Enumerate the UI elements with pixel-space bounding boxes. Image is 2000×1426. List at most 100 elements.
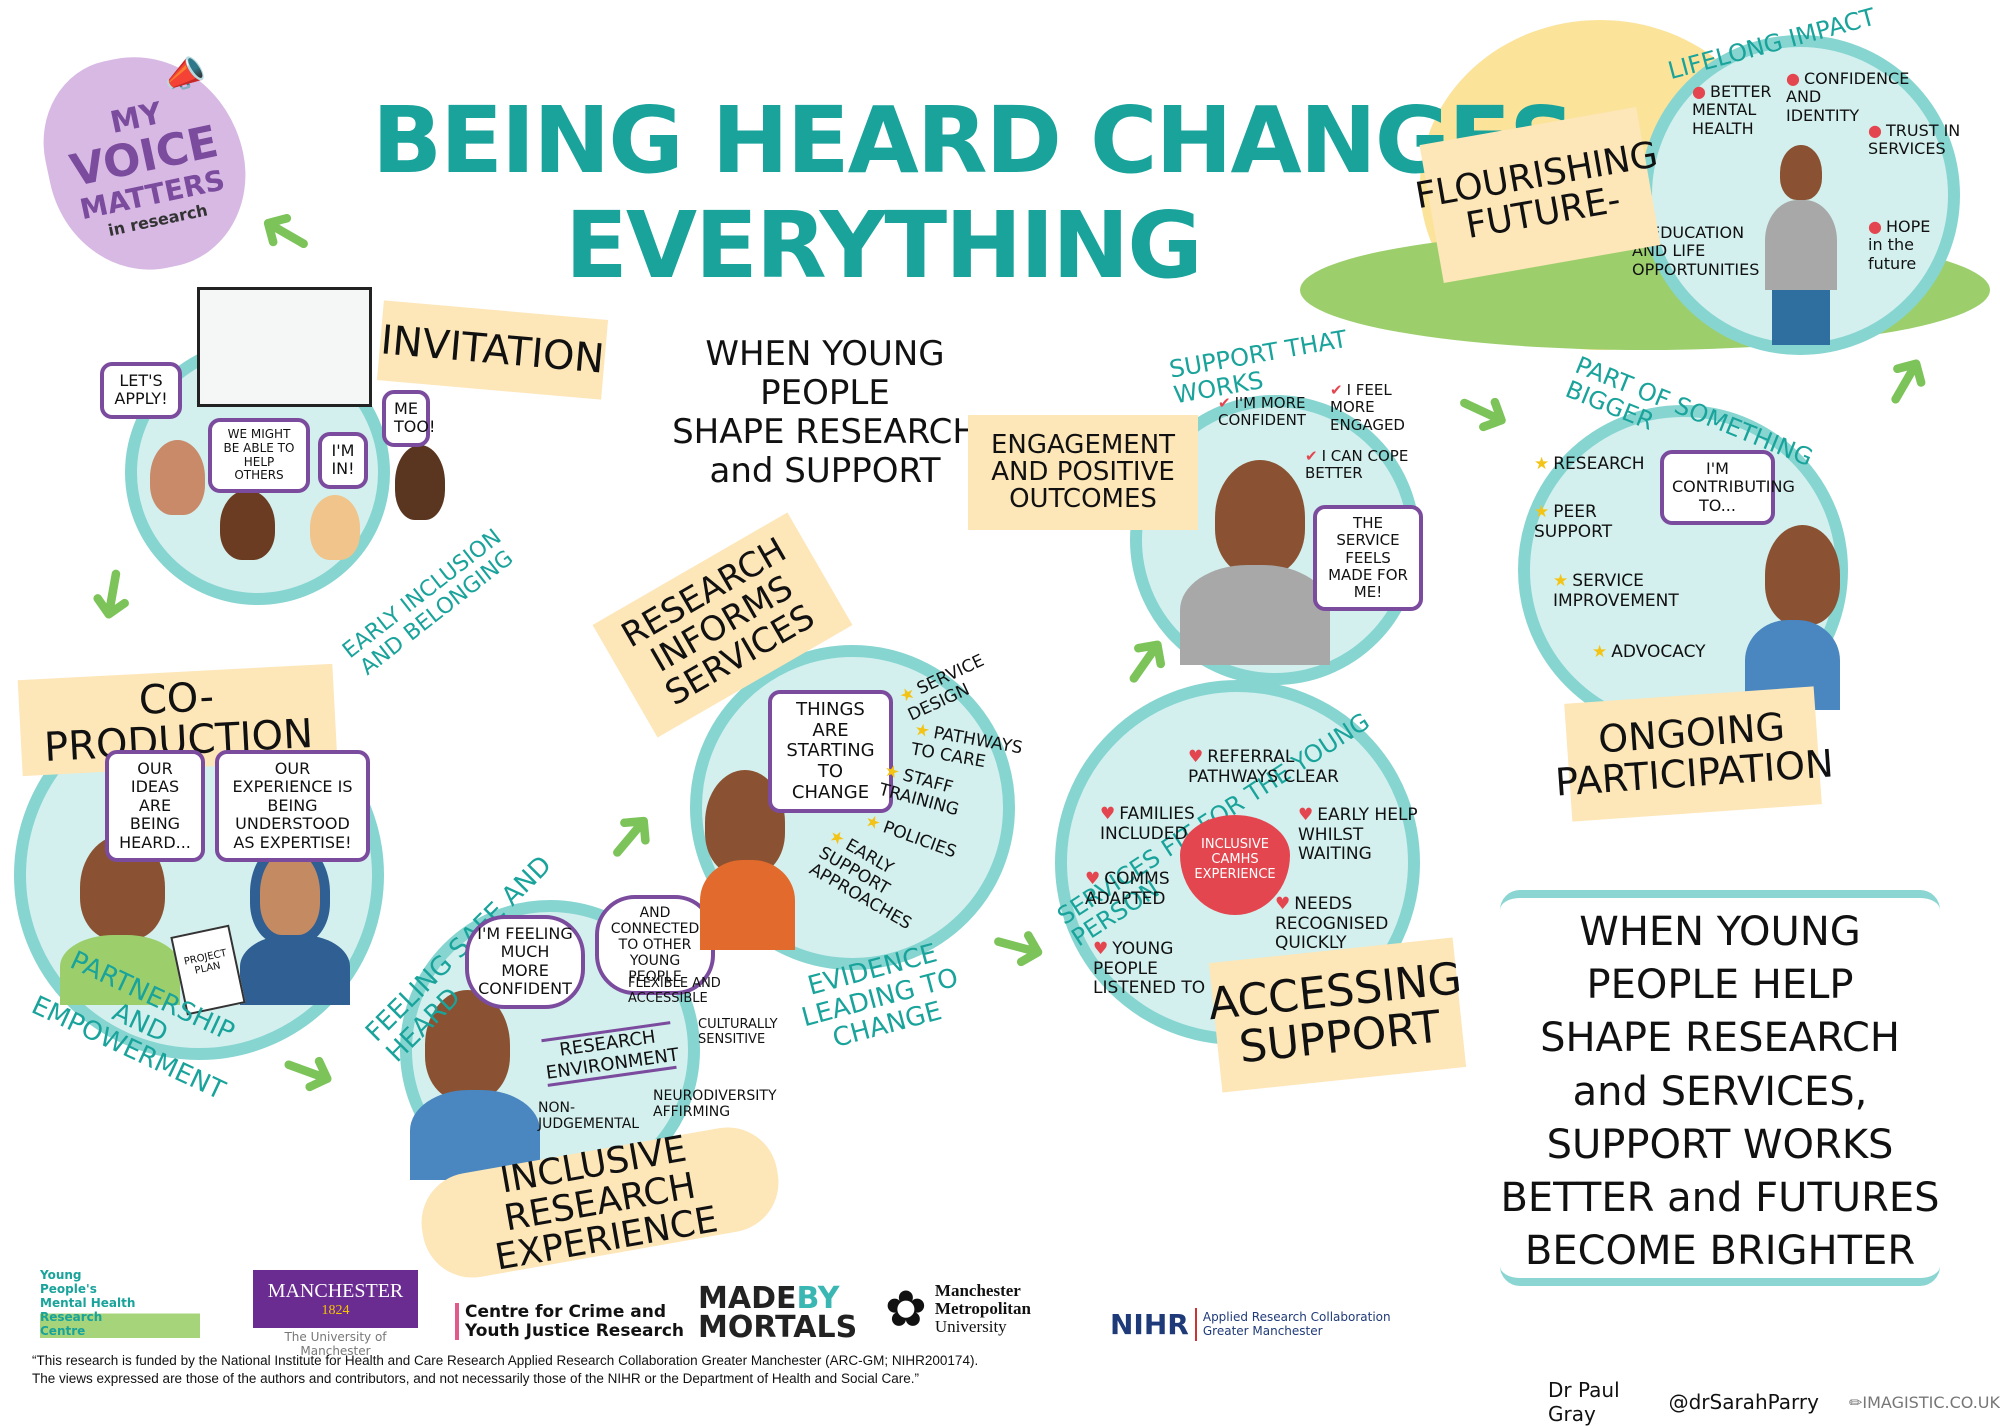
- young-person-figure: [220, 490, 275, 560]
- thought-bubble: I'M FEELING MUCH MORE CONFIDENT: [465, 915, 585, 1009]
- ccyjr-logo-text: Youth Justice Research: [465, 1320, 685, 1341]
- nihr-logo-text: NIHR: [1110, 1308, 1197, 1341]
- conclusion-line: PEOPLE HELP: [1586, 962, 1854, 1009]
- impact-item: ●TRUST in SERVICES: [1868, 121, 1963, 159]
- mbm-logo-text: MORTALS: [698, 1309, 858, 1345]
- support-item-label: NEEDS RECOGNISED QUICKLY: [1275, 894, 1389, 954]
- check-item: ✔I'M MORE CONFIDENT: [1218, 394, 1328, 430]
- arrow-icon: ➜: [1854, 334, 1955, 426]
- contribution-item: ★ADVOCACY: [1592, 642, 1706, 663]
- star-icon: ★: [1553, 571, 1569, 591]
- impact-label: CONFIDENCE and IDENTITY: [1786, 69, 1910, 125]
- environment-item: CULTURALLY SENSITIVE: [698, 1017, 778, 1047]
- engagement-banner: ENGAGEMENT and POSITIVE OUTCOMES: [968, 415, 1198, 530]
- heart-icon: ♥: [1298, 805, 1314, 825]
- environment-item: NON-JUDGEMENTAL: [538, 1100, 640, 1133]
- support-item-label: EARLY HELP WHILST WAITING: [1298, 805, 1418, 865]
- support-item-label: REFERRAL PATHWAYS CLEAR: [1188, 747, 1339, 787]
- check-item: ✔I CAN COPE BETTER: [1305, 447, 1415, 483]
- checkmark-icon: ✔: [1305, 447, 1318, 465]
- intro-line: and SUPPORT: [709, 451, 941, 492]
- manchester-logo-sub: The University of Manchester: [284, 1330, 387, 1358]
- conclusion-line: SHAPE RESEARCH: [1540, 1015, 1900, 1062]
- young-person-figure: [150, 440, 205, 515]
- funding-line: The views expressed are those of the aut…: [32, 1370, 919, 1386]
- conclusion-text: WHEN YOUNG PEOPLE HELP SHAPE RESEARCH an…: [1500, 890, 1940, 1287]
- ccyjr-logo-text: Centre for Crime and: [465, 1302, 667, 1322]
- bullet-icon: ●: [1868, 217, 1882, 236]
- contribution-label: PEER SUPPORT: [1534, 502, 1613, 542]
- young-person-figure: [60, 935, 180, 1005]
- young-person-figure: [310, 495, 360, 560]
- young-person-figure: [425, 990, 510, 1100]
- arrow-icon: ➜: [68, 558, 160, 632]
- nihr-logo: NIHR Applied Research Collaboration Grea…: [1110, 1308, 1391, 1341]
- conclusion-line: and SERVICES,: [1572, 1068, 1868, 1115]
- arrow-icon: ➜: [579, 786, 680, 884]
- young-person-figure: [700, 860, 795, 950]
- accessing-support-banner: ACCESSING SUPPORT: [1206, 937, 1467, 1093]
- speech-bubble: WE MIGHT BE ABLE to HELP OTHERS: [208, 418, 310, 494]
- contribution-label: RESEARCH: [1553, 454, 1645, 474]
- mmu-logo: ✿ Manchester Metropolitan University: [885, 1280, 1031, 1338]
- ccyjr-logo: Centre for Crime and Youth Justice Resea…: [455, 1302, 685, 1341]
- young-person-figure: [1215, 460, 1305, 575]
- bullet-icon: ●: [1868, 121, 1882, 140]
- manchester-logo-year: 1824: [321, 1303, 350, 1318]
- check-label: I'M MORE CONFIDENT: [1218, 394, 1306, 430]
- mbm-logo-text: BY: [796, 1281, 840, 1316]
- thought-bubble: and CONNECTED to OTHER YOUNG PEOPLE: [595, 895, 715, 996]
- speech-bubble: I'M IN!: [318, 432, 368, 489]
- support-item: ♥NEEDS RECOGNISED QUICKLY: [1275, 894, 1395, 954]
- speech-bubble: I'M CONTRIBUTING TO...: [1660, 450, 1795, 526]
- document-label: PROJECT PLAN: [183, 947, 228, 977]
- invitation-poster: [197, 287, 372, 407]
- contribution-item: ★PEER SUPPORT: [1534, 502, 1644, 542]
- intro-line: SHAPE RESEARCH: [672, 412, 978, 453]
- support-item: ♥REFERRAL PATHWAYS CLEAR: [1188, 747, 1368, 787]
- young-person-figure: [240, 935, 350, 1005]
- speech-bubble: THE SERVICE FEELS MADE FOR ME!: [1313, 505, 1423, 612]
- mmu-logo-text: University: [934, 1316, 1007, 1336]
- check-item: ✔I FEEL MORE ENGAGED: [1330, 381, 1420, 434]
- heart-label: INCLUSIVE CAMHS EXPERIENCE: [1194, 837, 1276, 882]
- ongoing-participation-banner: ONGOING PARTICIPATION: [1554, 686, 1835, 822]
- young-person-figure: [1780, 145, 1822, 200]
- star-icon: ★: [1534, 454, 1550, 474]
- mmu-logo-text: Manchester: [934, 1281, 1021, 1301]
- pencil-icon: ✏: [1848, 1392, 1863, 1412]
- arrow-icon: ➜: [1440, 360, 1529, 460]
- impact-label: TRUST in SERVICES: [1868, 121, 1961, 159]
- checkmark-icon: ✔: [1218, 394, 1231, 412]
- bullet-icon: ●: [1786, 69, 1800, 88]
- mmu-logo-text: Metropolitan: [934, 1299, 1031, 1319]
- intro-line: WHEN YOUNG PEOPLE: [705, 334, 945, 414]
- contribution-label: SERVICE IMPROVEMENT: [1553, 571, 1679, 611]
- contribution-item: ★SERVICE IMPROVEMENT: [1553, 571, 1713, 611]
- impact-label: HOPE in the future: [1868, 217, 1931, 273]
- heart-icon: ♥: [1100, 804, 1116, 824]
- mbm-logo-text: MADE: [698, 1281, 797, 1316]
- environment-item: NEURODIVERSITY AFFIRMING: [653, 1088, 777, 1121]
- impact-item: ●HOPE in the future: [1868, 217, 1938, 273]
- funding-statement: “This research is funded by the National…: [32, 1352, 978, 1387]
- university-of-manchester-logo: MANCHESTER 1824 The University of Manche…: [253, 1270, 418, 1358]
- bullet-icon: ●: [1692, 82, 1706, 101]
- author-credit: Dr Paul Gray: [1548, 1378, 1620, 1426]
- check-label: I FEEL MORE ENGAGED: [1330, 381, 1405, 434]
- made-by-mortals-logo: MADEBY MORTALS: [698, 1284, 858, 1345]
- ypmhrc-logo-text: Young People's Mental Health Research Ce…: [40, 1268, 136, 1338]
- intro-text: WHEN YOUNG PEOPLE SHAPE RESEARCH and SUP…: [660, 334, 990, 492]
- impact-item: ●BETTER MENTAL HEALTH: [1692, 82, 1782, 138]
- contribution-label: ADVOCACY: [1611, 642, 1706, 662]
- heart-icon: ♥: [1085, 869, 1101, 889]
- manchester-logo-text: MANCHESTER: [267, 1280, 404, 1302]
- credits: Dr Paul Gray @drSarahParry ✏IMAGISTIC.CO…: [1548, 1378, 2000, 1426]
- invitation-banner: INVITATION: [376, 300, 609, 400]
- imagistic-credit: ✏IMAGISTIC.CO.UK: [1849, 1393, 2000, 1412]
- young-person-figure: [1765, 525, 1840, 625]
- arrow-icon: ➜: [238, 184, 331, 286]
- star-icon: ★: [1534, 502, 1550, 522]
- speech-bubble: OUR IDEAS ARE BEING HEARD...: [105, 750, 205, 862]
- page-title: EVERYTHING: [565, 192, 1203, 299]
